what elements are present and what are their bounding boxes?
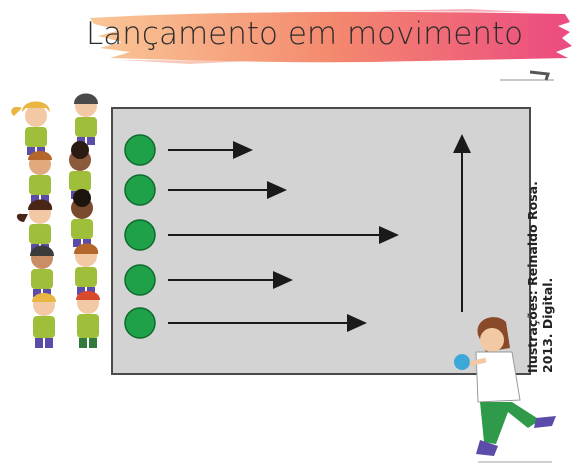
- ball-icon: [124, 134, 156, 166]
- child-figure: [74, 93, 98, 145]
- teacher-figure: [454, 317, 556, 463]
- ball-icon: [124, 219, 156, 251]
- child-figure: [71, 189, 93, 247]
- child-figure: [16, 199, 53, 252]
- ball-icon: [124, 174, 156, 206]
- ball-icon: [124, 264, 156, 296]
- ball-icon: [124, 307, 156, 339]
- credit-line-1: Ilustrações: Reinaldo Rosa.: [525, 181, 540, 373]
- child-figure: [76, 291, 100, 348]
- illustration-credit: Ilustrações: Reinaldo Rosa. 2013. Digita…: [525, 181, 579, 385]
- title-banner: Lançamento em movimento: [70, 8, 574, 66]
- arrow-right-icon: [168, 141, 253, 159]
- page-title: Lançamento em movimento: [86, 16, 524, 52]
- decor-mark-icon: [529, 70, 551, 81]
- child-figure: [30, 245, 54, 297]
- child-figure: [32, 293, 56, 348]
- arrow-right-icon: [168, 314, 367, 332]
- arrow-right-icon: [168, 181, 287, 199]
- children-group: [11, 93, 100, 348]
- child-figure: [28, 151, 52, 203]
- arrow-up-icon: [453, 134, 471, 312]
- arrow-right-icon: [168, 271, 293, 289]
- brush-stroke-background: [90, 9, 572, 64]
- credit-line-2: 2013. Digital.: [540, 277, 555, 373]
- arrow-right-icon: [168, 226, 399, 244]
- credit-text: Ilustrações: Reinaldo Rosa. 2013. Digita…: [525, 181, 555, 373]
- held-ball-icon: [454, 354, 470, 370]
- child-figure: [11, 101, 50, 155]
- child-figure: [74, 243, 99, 295]
